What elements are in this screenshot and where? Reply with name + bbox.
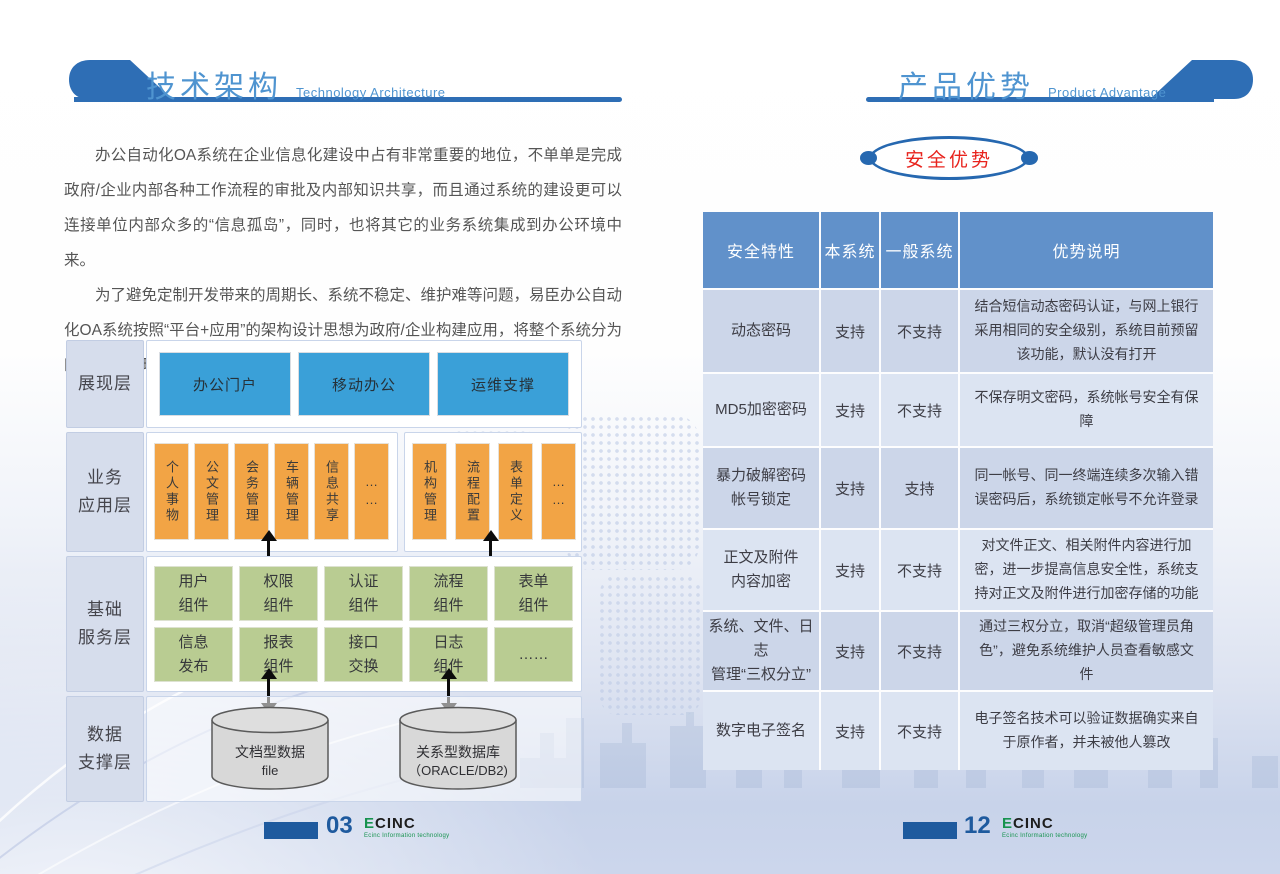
service-item: 信息 发布 [154,627,233,682]
general-system-cell: 不支持 [881,290,958,372]
logo-letter: E [364,815,376,832]
security-advantage-badge: 安全优势 [869,136,1029,180]
halftone-dots-decoration [565,415,700,570]
service-item: 认证 组件 [324,566,403,621]
table-header-cell: 安全特性 [703,212,819,288]
layer-label-business: 业务 应用层 [66,432,144,552]
service-item: 报表 组件 [239,627,318,682]
logo-rest: CINC [1013,815,1054,832]
badge-dot-icon [860,151,877,165]
service-item-more: …… [494,627,573,682]
feature-cell: 暴力破解密码 帐号锁定 [703,448,819,528]
business-item: 机构管理 [412,443,447,540]
business-item: 流程配置 [455,443,490,540]
layer-label-presentation: 展现层 [66,340,144,428]
this-system-cell: 支持 [821,290,879,372]
service-item: 流程 组件 [409,566,488,621]
logo-rest: CINC [375,815,416,832]
right-header-tab-shape [1150,60,1253,99]
service-item: 用户 组件 [154,566,233,621]
logo-letter: E [1002,815,1014,832]
footer-bar [264,822,318,839]
page-title: 产品优势 [898,71,1034,104]
right-header-underline [866,97,1214,102]
business-item-more: …… [354,443,389,540]
security-comparison-table: 安全特性 本系统 一般系统 优势说明 动态密码 支持 不支持 结合短信动态密码认… [703,212,1213,770]
description-cell: 电子签名技术可以验证数据确实来自于原作者，并未被他人篡改 [960,692,1213,770]
feature-cell: 数字电子签名 [703,692,819,770]
description-cell: 结合短信动态密码认证，与网上银行采用相同的安全级别，系统目前预留该功能，默认没有… [960,290,1213,372]
presentation-item: 运维支撑 [437,352,569,416]
description-cell: 同一帐号、同一终端连续多次输入错误密码后，系统锁定帐号不允许登录 [960,448,1213,528]
business-item: 表单定义 [498,443,533,540]
this-system-cell: 支持 [821,374,879,446]
presentation-item: 移动办公 [298,352,430,416]
this-system-cell: 支持 [821,448,879,528]
layer-label-data: 数据 支撑层 [66,696,144,802]
table-header-cell: 一般系统 [881,212,958,288]
database-cylinder-relational: 关系型数据库 （ORACLE/DB2) [398,706,518,792]
business-item: 会务管理 [234,443,269,540]
feature-cell: 动态密码 [703,290,819,372]
general-system-cell: 不支持 [881,612,958,690]
halftone-dots-decoration [598,575,703,715]
business-item: 信息共享 [314,443,349,540]
database-sub: （ORACLE/DB2) [408,763,508,778]
right-page-title-group: 产品优势 Product Advantage [898,62,1166,106]
general-system-cell: 不支持 [881,530,958,610]
left-header-tab-shape [69,60,172,99]
business-item-more: …… [541,443,576,540]
service-item: 接口 交换 [324,627,403,682]
general-system-cell: 支持 [881,448,958,528]
business-item: 公文管理 [194,443,229,540]
general-system-cell: 不支持 [881,692,958,770]
this-system-cell: 支持 [821,530,879,610]
description-cell: 通过三权分立，取消“超级管理员角色”，避免系统维护人员查看敏感文件 [960,612,1213,690]
page-number: 12 [964,812,991,839]
page-subtitle: Product Advantage [1048,85,1167,100]
footer-bar [903,822,957,839]
general-system-cell: 不支持 [881,374,958,446]
page-title: 技术架构 [146,71,282,104]
this-system-cell: 支持 [821,692,879,770]
double-arrow-icon [447,678,450,704]
table-header-cell: 本系统 [821,212,879,288]
left-page-title-group: 技术架构 Technology Architecture [146,62,446,106]
logo-tagline: Ecinc Information technology [1002,833,1088,839]
page-number: 03 [326,812,353,839]
double-arrow-icon [489,540,492,564]
intro-paragraph: 办公自动化OA系统在企业信息化建设中占有非常重要的地位，不单单是完成政府/企业内… [64,147,622,269]
feature-cell: 系统、文件、日志 管理“三权分立” [703,612,819,690]
page-subtitle: Technology Architecture [296,85,446,100]
description-cell: 不保存明文密码，系统帐号安全有保障 [960,374,1213,446]
database-icon [211,706,329,790]
presentation-item: 办公门户 [159,352,291,416]
logo-tagline: Ecinc Information technology [364,833,450,839]
layer-label-service: 基础 服务层 [66,556,144,692]
table-header-cell: 优势说明 [960,212,1213,288]
double-arrow-icon [267,678,270,704]
ecinc-logo: ECINC Ecinc Information technology [1002,816,1087,839]
business-item: 个人事物 [154,443,189,540]
description-cell: 对文件正文、相关附件内容进行加密，进一步提高信息安全性，系统支持对正文及附件进行… [960,530,1213,610]
service-item: 权限 组件 [239,566,318,621]
database-name: 关系型数据库 [416,744,500,760]
double-arrow-icon [267,540,270,564]
feature-cell: 正文及附件 内容加密 [703,530,819,610]
database-sub: file [261,763,279,778]
business-item: 车辆管理 [274,443,309,540]
database-cylinder-file: 文档型数据 file [210,706,330,792]
ecinc-logo: ECINC Ecinc Information technology [364,816,449,839]
database-icon [399,706,517,790]
database-name: 文档型数据 [235,744,305,760]
feature-cell: MD5加密密码 [703,374,819,446]
service-item: 表单 组件 [494,566,573,621]
left-header-underline [74,97,622,102]
this-system-cell: 支持 [821,612,879,690]
badge-dot-icon [1021,151,1038,165]
